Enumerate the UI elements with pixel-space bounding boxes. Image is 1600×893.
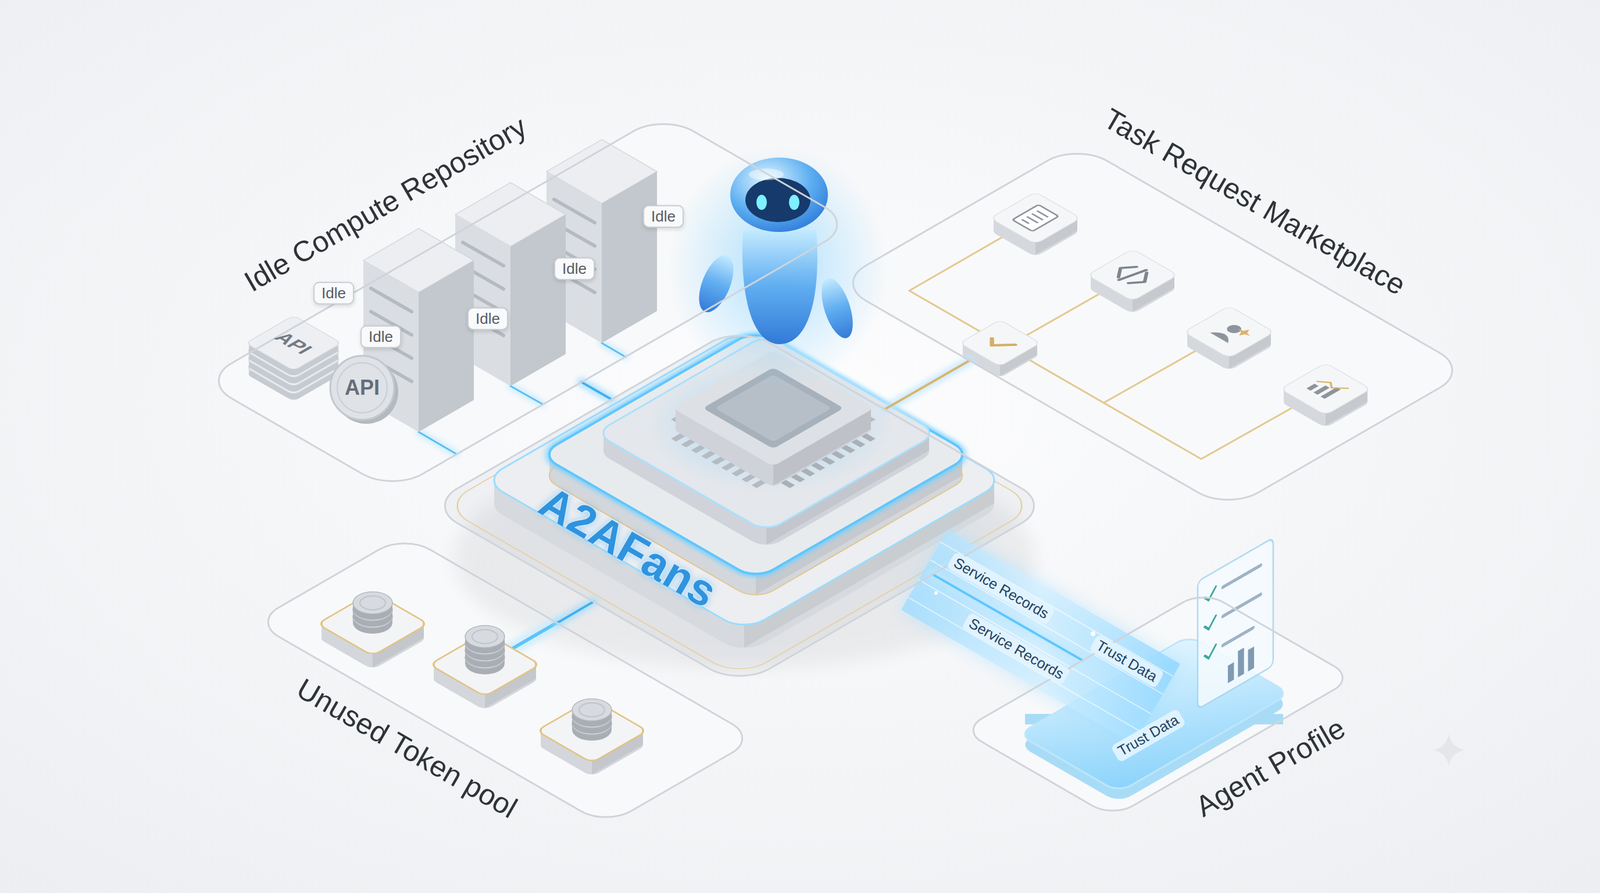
status-badge: Idle bbox=[360, 325, 402, 349]
robot-agent bbox=[756, 194, 767, 210]
region-heading: Unused Token pool bbox=[292, 673, 523, 824]
data-stream bbox=[934, 591, 938, 595]
flow-connector bbox=[556, 601, 594, 624]
task-tile bbox=[1305, 375, 1349, 401]
status-badge: Idle bbox=[643, 205, 684, 228]
connector-line bbox=[556, 601, 594, 624]
profile-card bbox=[1248, 646, 1255, 672]
panel-outline bbox=[201, 113, 855, 492]
panel-outline bbox=[961, 590, 1355, 818]
panel-outline bbox=[835, 143, 1470, 510]
task-tile bbox=[1012, 204, 1059, 232]
server-rack bbox=[418, 260, 474, 432]
robot-agent bbox=[691, 250, 741, 317]
api-label: API bbox=[344, 377, 380, 399]
flow-connector bbox=[884, 360, 970, 410]
api-coin bbox=[337, 362, 388, 413]
task-tile bbox=[1087, 248, 1178, 314]
robot-agent bbox=[742, 229, 818, 345]
robot-agent bbox=[788, 194, 800, 210]
robot-agent bbox=[730, 157, 828, 232]
task-tile bbox=[1209, 319, 1256, 346]
connector-glow bbox=[556, 601, 594, 624]
region-panel: Task Request Marketplace bbox=[835, 143, 1470, 510]
region-panel: Unused Token pool bbox=[253, 534, 757, 826]
robot-agent bbox=[745, 177, 811, 223]
profile-card bbox=[1237, 647, 1244, 678]
region-heading: Idle Compute Repository bbox=[239, 111, 532, 297]
api-coin bbox=[330, 355, 399, 424]
panel-outline bbox=[427, 325, 1052, 687]
task-tile bbox=[1109, 261, 1156, 289]
server-rack bbox=[601, 171, 657, 344]
task-tile bbox=[990, 191, 1081, 257]
hub-platform: A2AFans bbox=[427, 325, 1052, 687]
data-stream bbox=[901, 529, 1181, 745]
task-tile bbox=[1280, 362, 1371, 428]
token-stack bbox=[536, 698, 648, 777]
region-panel: Agent Profile bbox=[961, 590, 1355, 818]
task-wire bbox=[909, 218, 1326, 460]
region-heading: Agent Profile bbox=[1191, 713, 1350, 822]
token-stack bbox=[352, 591, 393, 620]
api-coin bbox=[330, 355, 395, 420]
panel-outline bbox=[201, 113, 855, 492]
connector-glow bbox=[884, 360, 970, 410]
token-stack bbox=[465, 625, 505, 654]
token-stack bbox=[572, 698, 612, 727]
region-panel: Idle Compute Repository bbox=[201, 113, 855, 492]
data-stream bbox=[901, 529, 1181, 745]
status-badge: Idle bbox=[554, 257, 595, 281]
server-rack bbox=[510, 214, 566, 387]
token-stack bbox=[317, 591, 429, 670]
flow-connector bbox=[581, 381, 612, 400]
panel-outline bbox=[253, 534, 757, 826]
panel-outline bbox=[961, 590, 1355, 818]
watermark-star bbox=[1432, 733, 1466, 767]
data-stream bbox=[901, 529, 1181, 745]
data-stream bbox=[908, 541, 1173, 732]
connector-line bbox=[884, 360, 970, 410]
task-tile bbox=[959, 319, 1041, 378]
panel-outline bbox=[253, 534, 757, 826]
panel-ground bbox=[201, 113, 855, 492]
connector-glow bbox=[581, 381, 612, 400]
status-badge: Idle bbox=[467, 307, 509, 331]
connector-line bbox=[581, 381, 612, 400]
api-stack bbox=[245, 315, 342, 402]
task-tile bbox=[1183, 305, 1275, 371]
task-wire bbox=[909, 218, 1326, 460]
panel-outline bbox=[427, 325, 1052, 687]
data-stream bbox=[1090, 631, 1096, 637]
status-badge: Idle bbox=[313, 281, 355, 305]
robot-agent bbox=[815, 274, 859, 342]
task-tile bbox=[986, 334, 1016, 352]
profile-card bbox=[1227, 662, 1234, 684]
hub-name: A2AFans bbox=[532, 479, 724, 616]
robot-agent bbox=[748, 168, 784, 181]
panel-outline bbox=[835, 143, 1470, 510]
token-stack bbox=[317, 591, 648, 777]
